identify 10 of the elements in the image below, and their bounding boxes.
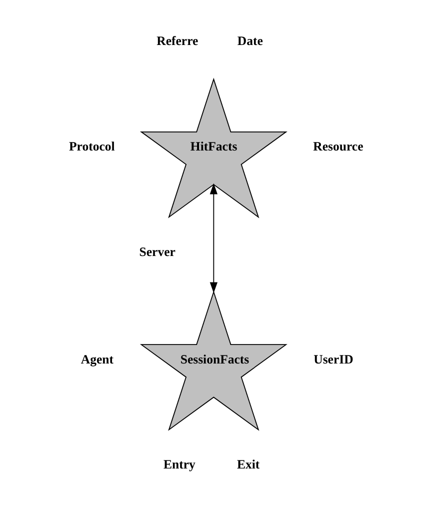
node-label: Server <box>138 245 175 260</box>
node-label: Entry <box>162 458 195 472</box>
node-label: Resource <box>312 140 363 154</box>
node-label: UserID <box>313 352 353 366</box>
node-label: Agent <box>80 352 113 366</box>
node-label: Referre <box>156 34 198 48</box>
node-label: Protocol <box>68 140 114 154</box>
node-label: Exit <box>236 458 260 472</box>
node-label: Date <box>236 34 262 48</box>
arrow <box>209 183 218 294</box>
